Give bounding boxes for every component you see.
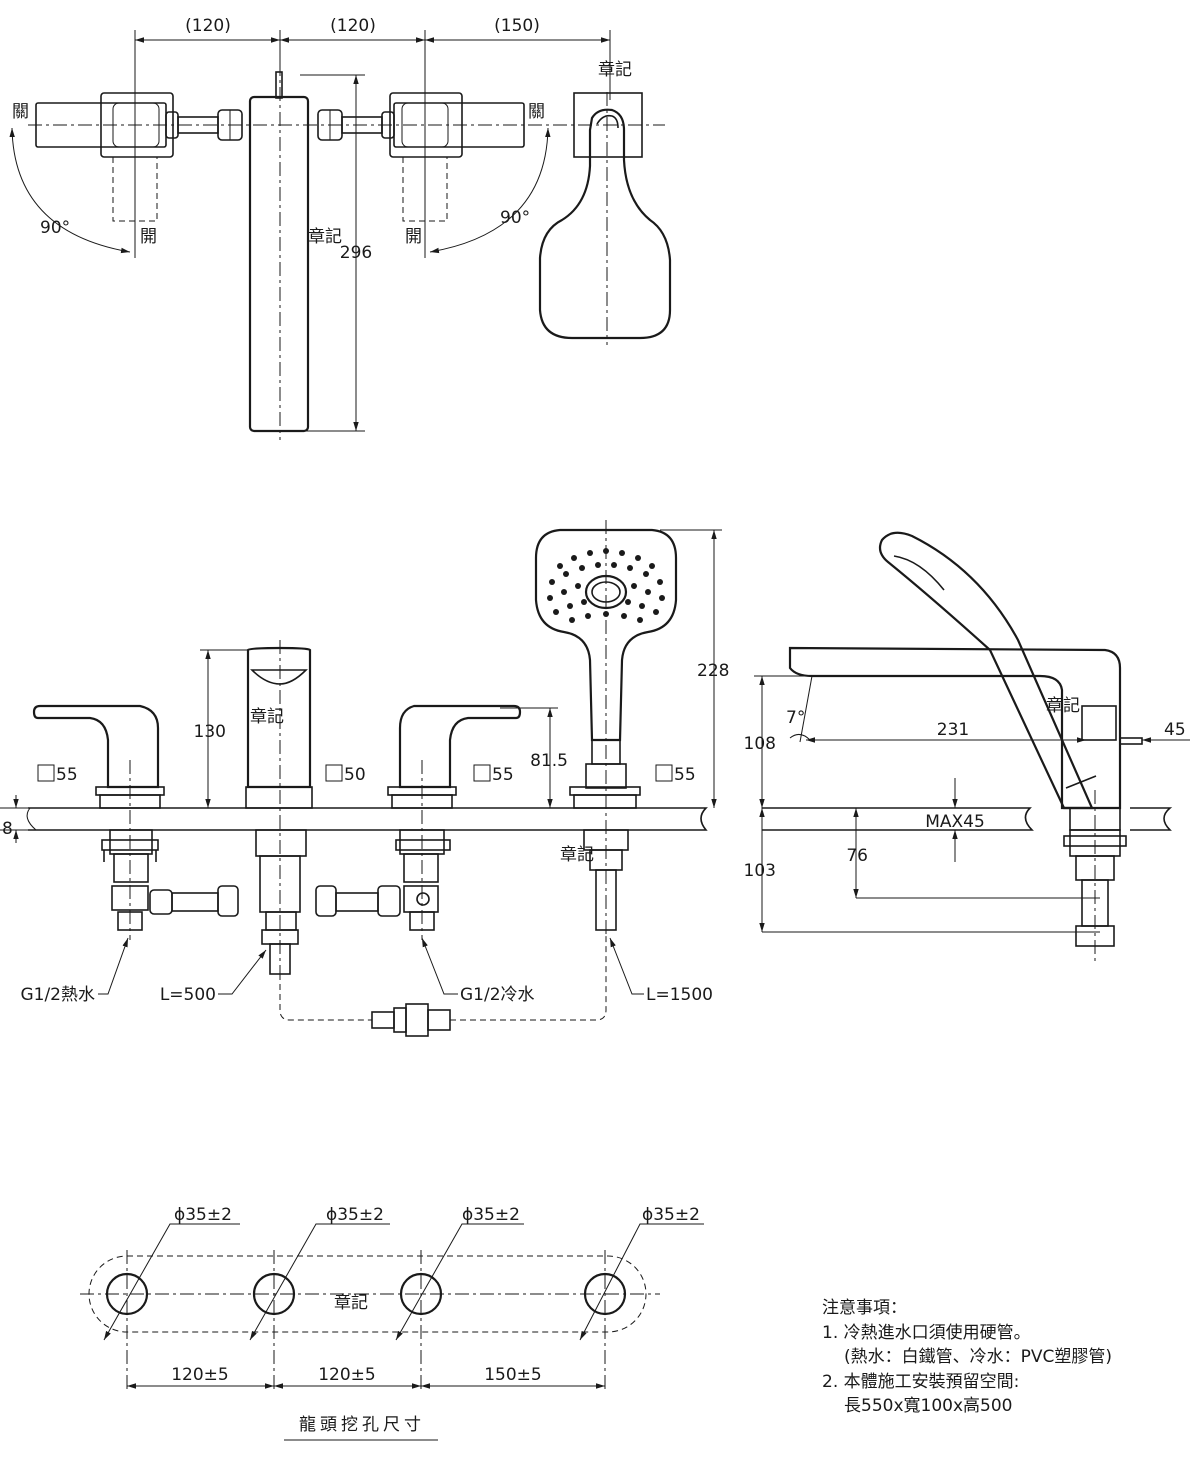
spout-front — [245, 640, 313, 980]
hand-shower-front — [534, 520, 678, 940]
shower-height: 228 — [697, 661, 729, 681]
notes-block: 注意事項： 1. 冷熱進水口須使用硬管。 (熱水：白鐵管、冷水：PVC塑膠管) … — [822, 1296, 1182, 1419]
dim-top-1: (120) — [185, 16, 231, 36]
square-label-3: 55 — [492, 765, 514, 785]
brand-mark-side: 章記 — [1046, 696, 1080, 716]
hole-layout: ϕ35±2 ϕ35±2 ϕ35±2 ϕ35±2 章記 120±5 120±5 1… — [80, 1205, 704, 1441]
hole-dia-4: ϕ35±2 — [642, 1205, 700, 1225]
handle-height: 81.5 — [530, 751, 568, 771]
notes-heading: 注意事項： — [822, 1298, 907, 1318]
square-label-2: 50 — [344, 765, 366, 785]
cold-handle — [387, 704, 522, 940]
spacing-1: 120±5 — [171, 1365, 229, 1385]
notes-line-1: 1. 冷熱進水口須使用硬管。 — [822, 1322, 1031, 1343]
open-label-left: 開 — [140, 227, 157, 247]
brand-mark-shower-front: 章記 — [560, 845, 594, 865]
brand-mark-shower-top: 章記 — [598, 60, 632, 80]
spout-top — [248, 62, 310, 440]
side-view: 108 7° 231 45 章記 MAX45 76 103 — [744, 531, 1190, 965]
max-deck: MAX45 — [925, 812, 985, 832]
hand-shower-top — [538, 92, 672, 345]
angle-left: 90° — [40, 218, 70, 238]
hole-dia-2: ϕ35±2 — [326, 1205, 384, 1225]
spout-length: 296 — [340, 243, 372, 263]
deck-thickness: 8 — [2, 819, 13, 839]
height-108: 108 — [744, 734, 776, 754]
left-handle-top — [35, 85, 174, 230]
depth-76: 76 — [846, 846, 868, 866]
spray-nozzles — [547, 548, 665, 623]
hole-layout-title: 龍頭挖孔尺寸 — [299, 1415, 425, 1435]
spacing-2: 120±5 — [318, 1365, 376, 1385]
hole-dia-3: ϕ35±2 — [462, 1205, 520, 1225]
front-elevation: 8 55 — [0, 520, 729, 1037]
hole-dia-1: ϕ35±2 — [174, 1205, 232, 1225]
hot-handle — [32, 704, 165, 940]
open-label-right: 開 — [405, 227, 422, 247]
top-view: (120) (120) (150) 關 開 90° 章記 — [9, 16, 672, 440]
cold-inlet-label: G1/2冷水 — [460, 985, 535, 1005]
close-label-left: 關 — [12, 102, 29, 122]
angle-right: 90° — [500, 208, 530, 228]
square-label-1: 55 — [56, 765, 78, 785]
hose-short-label: L=500 — [160, 985, 216, 1005]
brand-mark-top: 章記 — [308, 227, 342, 247]
angle-7: 7° — [786, 708, 805, 728]
notes-line-2: (熱水：白鐵管、冷水：PVC塑膠管) — [844, 1347, 1113, 1367]
spacing-3: 150±5 — [484, 1365, 542, 1385]
brand-mark-front: 章記 — [250, 707, 284, 727]
reach-231: 231 — [937, 720, 969, 740]
notes-line-3: 2. 本體施工安裝預留空間: — [822, 1371, 1020, 1392]
hot-inlet-label: G1/2熱水 — [20, 985, 95, 1005]
hose-long-label: L=1500 — [646, 985, 713, 1005]
spout-height: 130 — [194, 722, 226, 742]
offset-45: 45 — [1164, 720, 1186, 740]
depth-103: 103 — [744, 861, 776, 881]
dim-top-3: (150) — [494, 16, 540, 36]
close-label-right: 關 — [528, 102, 545, 122]
notes-line-4: 長550x寬100x高500 — [844, 1396, 1013, 1416]
brand-mark-holes: 章記 — [334, 1293, 368, 1313]
dim-top-2: (120) — [330, 16, 376, 36]
square-label-4: 55 — [674, 765, 696, 785]
